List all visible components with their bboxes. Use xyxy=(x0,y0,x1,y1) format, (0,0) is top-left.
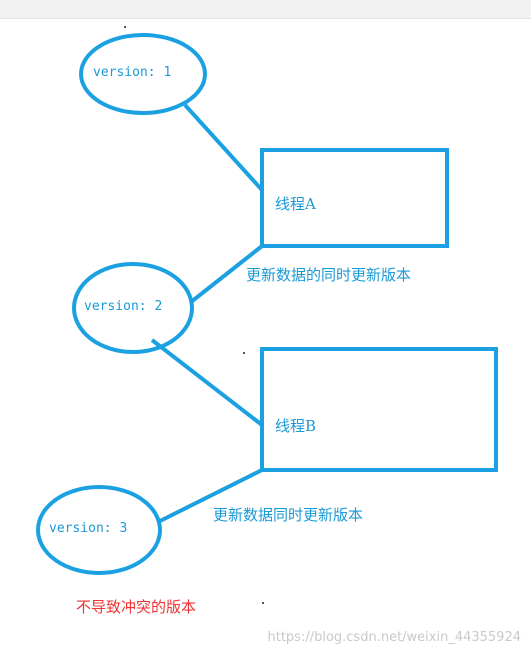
version-3-ellipse xyxy=(36,485,162,575)
thread-a-box xyxy=(260,148,449,248)
speck xyxy=(124,26,126,28)
connector-v2-thread-b xyxy=(150,338,264,427)
thread-b-box xyxy=(260,347,498,472)
window-top-bar xyxy=(0,0,531,19)
thread-a-note: 更新数据的同时更新版本 xyxy=(246,266,412,284)
connector-v1-thread-a xyxy=(183,103,264,192)
version-2-label: version: 2 xyxy=(84,299,163,314)
version-1-ellipse xyxy=(79,33,207,115)
thread-b-note: 更新数据同时更新版本 xyxy=(213,506,364,524)
thread-a-label: 线程A xyxy=(275,195,316,213)
watermark: https://blog.csdn.net/weixin_44355924 xyxy=(267,630,521,645)
non-conflict-caption: 不导致冲突的版本 xyxy=(76,598,197,616)
thread-b-label: 线程B xyxy=(275,417,317,435)
speck xyxy=(262,602,264,604)
speck xyxy=(243,352,245,354)
connector-thread-b-v3 xyxy=(159,468,263,523)
version-2-ellipse xyxy=(72,262,194,354)
connector-thread-a-v2 xyxy=(189,244,264,304)
version-1-label: version: 1 xyxy=(93,65,172,80)
version-3-label: version: 3 xyxy=(49,521,128,536)
